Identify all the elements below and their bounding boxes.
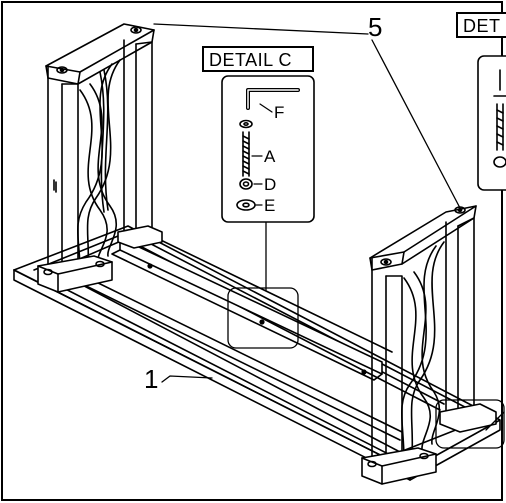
- detail-c-box: [221, 75, 315, 223]
- detail-right-partial-box: [477, 55, 506, 191]
- detail-c-title: DETAIL C: [202, 46, 314, 72]
- left-leg: [37, 23, 163, 293]
- callout-part-1: 1: [144, 364, 159, 394]
- detail-c-label-d: D: [264, 175, 277, 194]
- callout-leaders: [153, 23, 461, 383]
- detail-right-title: DET: [456, 12, 506, 38]
- detail-highlights: [227, 221, 505, 449]
- callout-part-5: 5: [368, 12, 383, 42]
- crossbar: [111, 229, 393, 381]
- right-leg: [361, 205, 497, 485]
- detail-c-label-a: A: [264, 147, 276, 166]
- detail-c-label-f: F: [274, 103, 285, 122]
- detail-c-label-e: E: [264, 196, 276, 215]
